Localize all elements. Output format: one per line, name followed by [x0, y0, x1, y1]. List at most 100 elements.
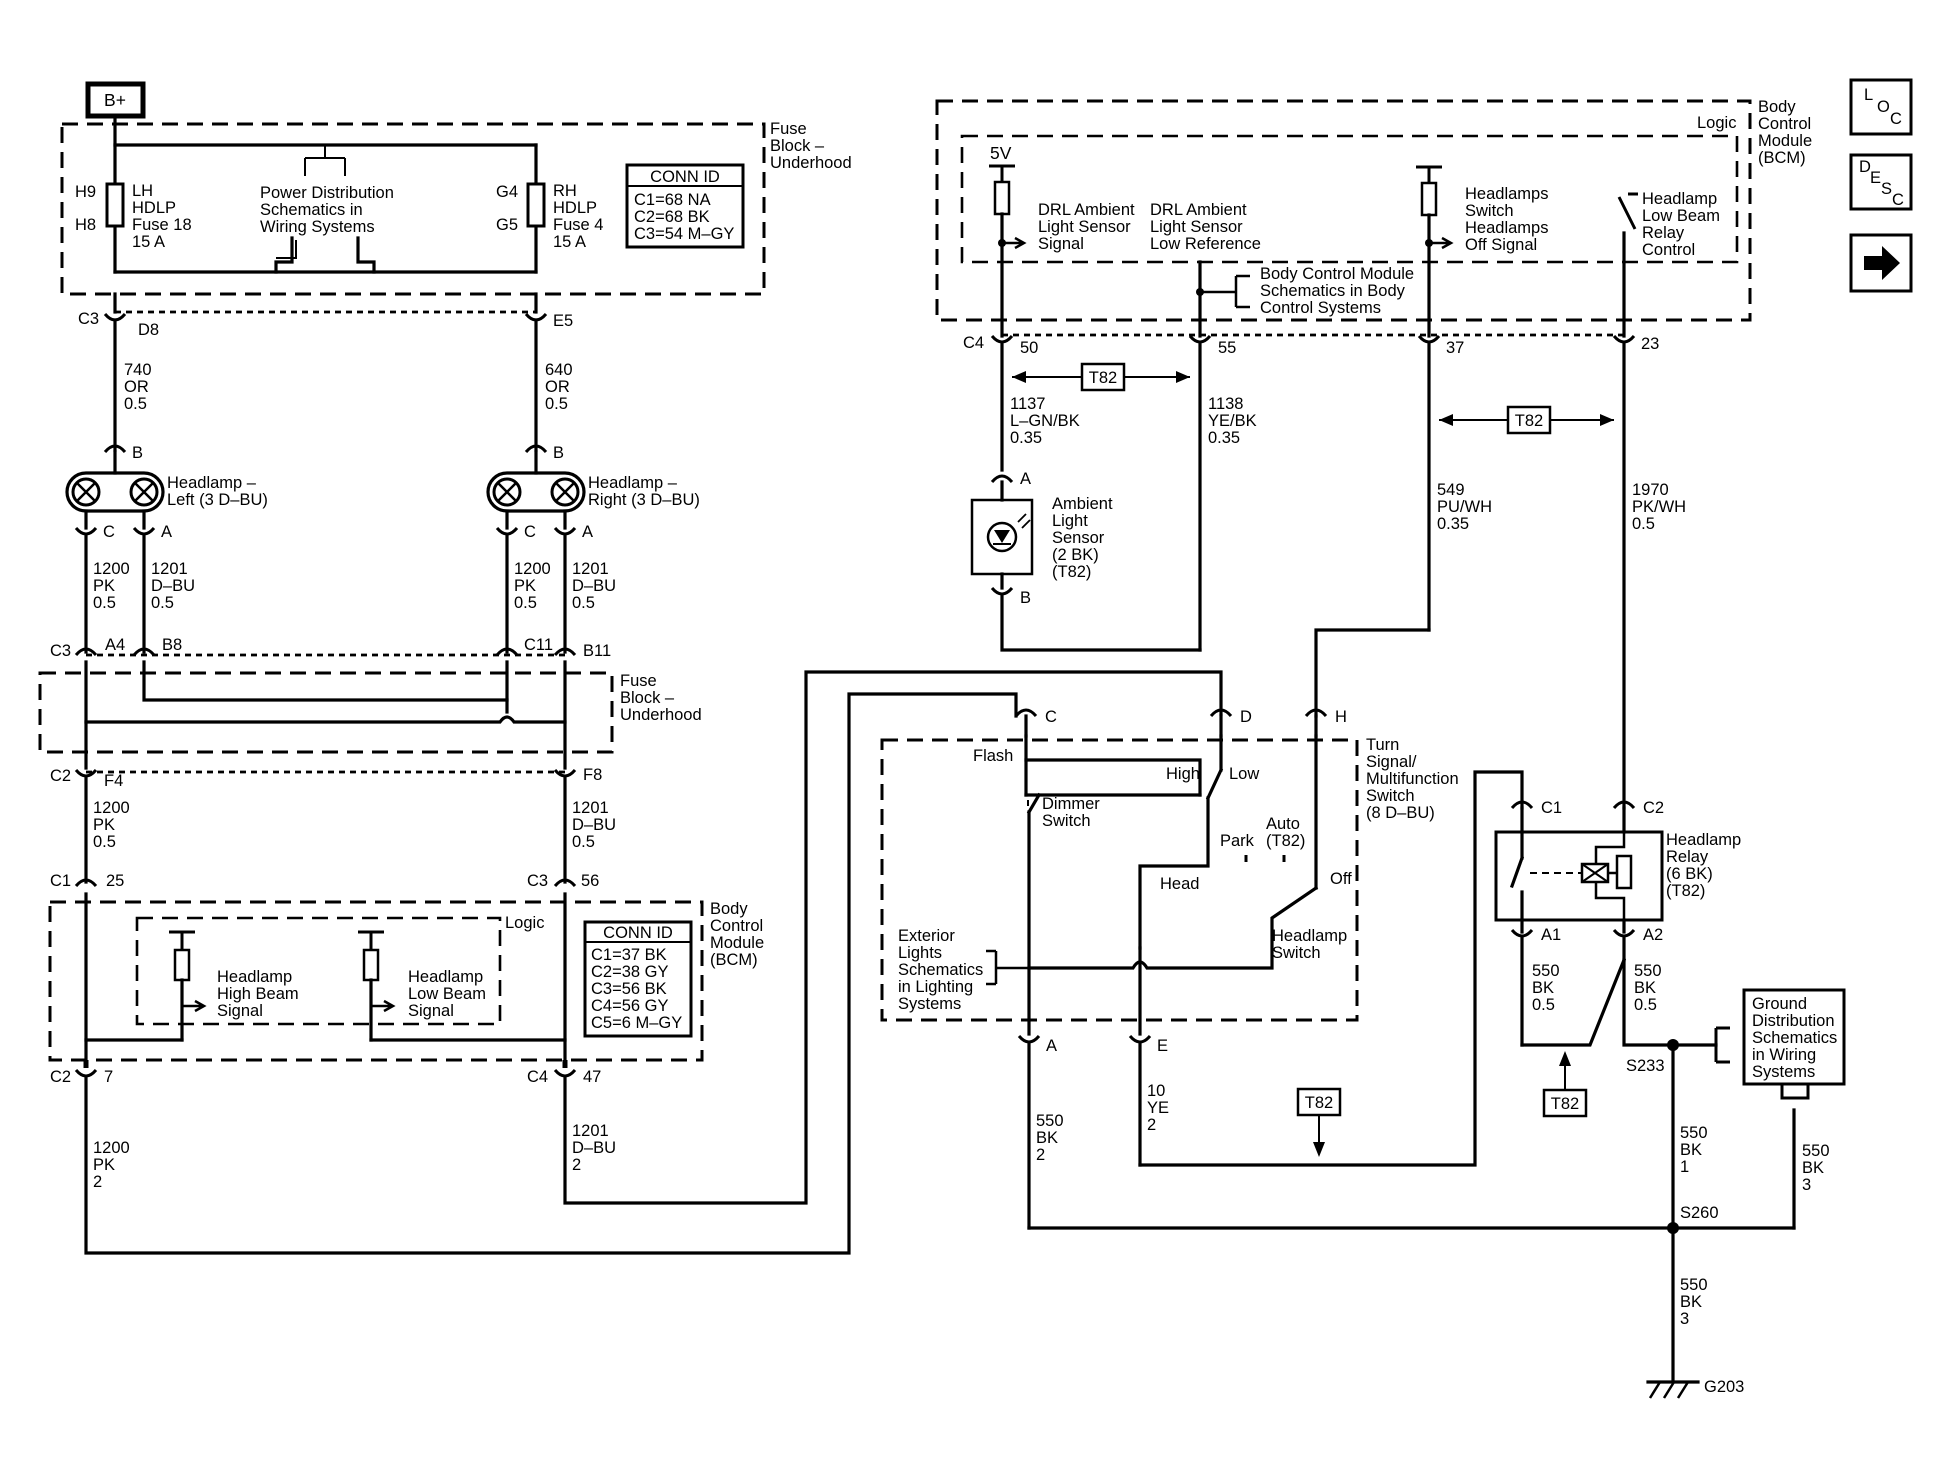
svg-text:L: L: [1864, 86, 1873, 104]
desc-button[interactable]: D E S C: [1849, 153, 1913, 211]
svg-text:A4: A4: [105, 636, 125, 654]
svg-text:T82: T82: [1551, 1095, 1579, 1113]
svg-text:T82: T82: [1089, 369, 1117, 387]
svg-text:CONN ID: CONN ID: [650, 168, 720, 186]
svg-text:A: A: [1046, 1037, 1057, 1055]
t82-span-1: T82: [1012, 362, 1190, 392]
svg-text:Headlamp –Right (3 D–BU): Headlamp –Right (3 D–BU): [588, 474, 700, 509]
svg-text:C2: C2: [50, 767, 71, 785]
svg-text:56: 56: [581, 872, 599, 890]
svg-text:23: 23: [1641, 335, 1659, 353]
svg-text:A: A: [1020, 470, 1031, 488]
svg-text:O: O: [1877, 98, 1890, 116]
svg-text:C3: C3: [50, 642, 71, 660]
svg-text:C3=56 BK: C3=56 BK: [591, 980, 667, 998]
svg-text:Headlamp –Left (3 D–BU): Headlamp –Left (3 D–BU): [167, 474, 268, 509]
svg-text:25: 25: [106, 872, 124, 890]
svg-text:S260: S260: [1680, 1204, 1719, 1222]
next-button[interactable]: [1849, 233, 1913, 293]
svg-text:C: C: [1045, 708, 1057, 726]
svg-text:C1=68 NA: C1=68 NA: [634, 191, 711, 209]
svg-text:C1: C1: [50, 872, 71, 890]
svg-text:G4: G4: [496, 183, 518, 201]
svg-text:D: D: [1240, 708, 1252, 726]
svg-text:55: 55: [1218, 339, 1236, 357]
svg-text:B: B: [553, 444, 564, 462]
ground-g203-icon: [1646, 1380, 1700, 1399]
svg-text:B11: B11: [583, 642, 611, 660]
svg-text:F8: F8: [583, 766, 602, 784]
arrow-right-icon: [1864, 246, 1900, 280]
svg-text:B: B: [132, 444, 143, 462]
svg-text:B+: B+: [104, 90, 126, 110]
svg-text:37: 37: [1446, 339, 1464, 357]
svg-text:Flash: Flash: [973, 747, 1013, 765]
svg-text:C: C: [524, 523, 536, 541]
svg-text:C4: C4: [963, 334, 984, 352]
t82-down: T82: [1296, 1087, 1342, 1157]
t82-up: T82: [1542, 1051, 1588, 1118]
svg-text:C2: C2: [50, 1068, 71, 1086]
svg-text:G203: G203: [1704, 1378, 1744, 1396]
svg-text:C3: C3: [527, 872, 548, 890]
svg-text:E: E: [1157, 1037, 1168, 1055]
svg-text:Logic: Logic: [1697, 114, 1736, 132]
svg-text:47: 47: [583, 1068, 601, 1086]
svg-text:50: 50: [1020, 339, 1038, 357]
headlamp-left: B Headlamp –Left (3 D–BU) C A: [65, 444, 268, 541]
svg-text:C: C: [1892, 191, 1904, 209]
svg-text:A1: A1: [1541, 926, 1561, 944]
conn-id-table-bottom: CONN ID C1=37 BK C2=38 GY C3=56 BK C4=56…: [583, 920, 693, 1038]
svg-text:A: A: [161, 523, 172, 541]
svg-text:C: C: [103, 523, 115, 541]
svg-text:Auto(T82): Auto(T82): [1266, 815, 1305, 850]
headlamp-relay: [1494, 830, 1664, 922]
svg-text:Low: Low: [1229, 765, 1259, 783]
svg-text:D: D: [1859, 158, 1871, 176]
turn-signal-multifunction-switch: [880, 738, 1359, 1022]
svg-text:T82: T82: [1305, 1094, 1333, 1112]
svg-text:C3=54 M–GY: C3=54 M–GY: [634, 225, 734, 243]
bcm-top: [935, 99, 1752, 322]
svg-text:A: A: [582, 523, 593, 541]
loc-button[interactable]: L O C: [1849, 78, 1913, 136]
svg-text:A2: A2: [1643, 926, 1663, 944]
svg-text:Off: Off: [1330, 870, 1352, 888]
t82-span-2: T82: [1439, 405, 1614, 435]
svg-text:H: H: [1335, 708, 1347, 726]
svg-text:High: High: [1166, 765, 1200, 783]
svg-text:C1: C1: [1541, 799, 1562, 817]
svg-text:H8: H8: [75, 216, 96, 234]
svg-text:C1=37 BK: C1=37 BK: [591, 946, 667, 964]
